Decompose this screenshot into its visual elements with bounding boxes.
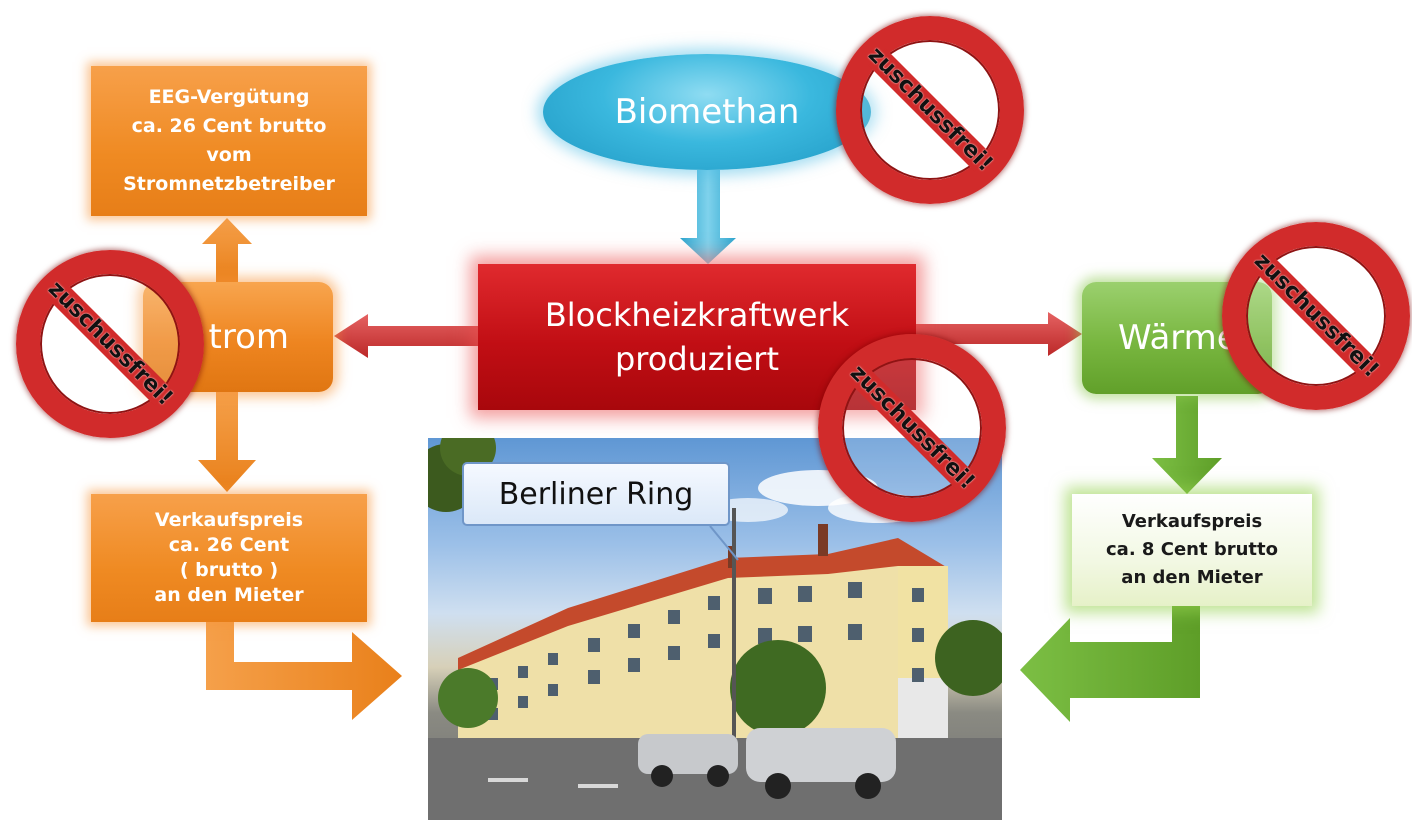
biomethan-ellipse: Biomethan <box>543 54 871 170</box>
arrow-strom-to-verkauf <box>198 392 256 492</box>
strom-text: trom <box>208 316 289 357</box>
berliner-ring-text: Berliner Ring <box>498 476 694 512</box>
verkaufspreis-waerme-text: Verkaufspreis ca. 8 Cent brutto an den M… <box>1106 511 1278 588</box>
building-photo-illustration <box>428 438 1002 820</box>
arrow-biomethan-to-bhkw <box>680 170 736 264</box>
arrow-bhkw-to-strom <box>334 314 478 358</box>
arrow-bhkw-to-waerme <box>916 312 1082 356</box>
stamp-text: zuschussfrei! <box>43 276 178 411</box>
biomethan-text: Biomethan <box>614 92 800 132</box>
blockheizkraftwerk-subtitle: produziert <box>614 340 779 378</box>
verkaufspreis-waerme-box: Verkaufspreis ca. 8 Cent brutto an den M… <box>1072 494 1312 606</box>
zuschussfrei-stamp-bhkw: zuschussfrei! <box>818 334 1006 522</box>
eeg-verguetung-text: EEG-Vergütung ca. 26 Cent brutto vom Str… <box>123 86 335 195</box>
verkaufspreis-strom-text: Verkaufspreis ca. 26 Cent ( brutto ) an … <box>154 509 304 606</box>
stamp-text: zuschussfrei! <box>1249 248 1384 383</box>
zuschussfrei-stamp-waerme: zuschussfrei! <box>1222 222 1410 410</box>
berliner-ring-label: Berliner Ring <box>462 462 730 526</box>
verkaufspreis-strom-box: Verkaufspreis ca. 26 Cent ( brutto ) an … <box>91 494 367 622</box>
arrow-waerme-to-verkauf <box>1152 396 1222 494</box>
waerme-text: Wärme <box>1118 317 1238 358</box>
arrow-verkauf-strom-to-photo <box>206 622 402 720</box>
stamp-text: zuschussfrei! <box>863 42 998 177</box>
blockheizkraftwerk-box: Blockheizkraftwerk produziert <box>478 264 916 410</box>
blockheizkraftwerk-title: Blockheizkraftwerk <box>544 296 850 334</box>
arrow-verkauf-waerme-to-photo <box>1020 606 1200 722</box>
eeg-verguetung-box: EEG-Vergütung ca. 26 Cent brutto vom Str… <box>91 66 367 216</box>
zuschussfrei-stamp-biomethan: zuschussfrei! <box>836 16 1024 204</box>
zuschussfrei-stamp-strom: zuschussfrei! <box>16 250 204 438</box>
stamp-text: zuschussfrei! <box>845 360 980 495</box>
arrow-strom-to-eeg <box>202 218 252 282</box>
